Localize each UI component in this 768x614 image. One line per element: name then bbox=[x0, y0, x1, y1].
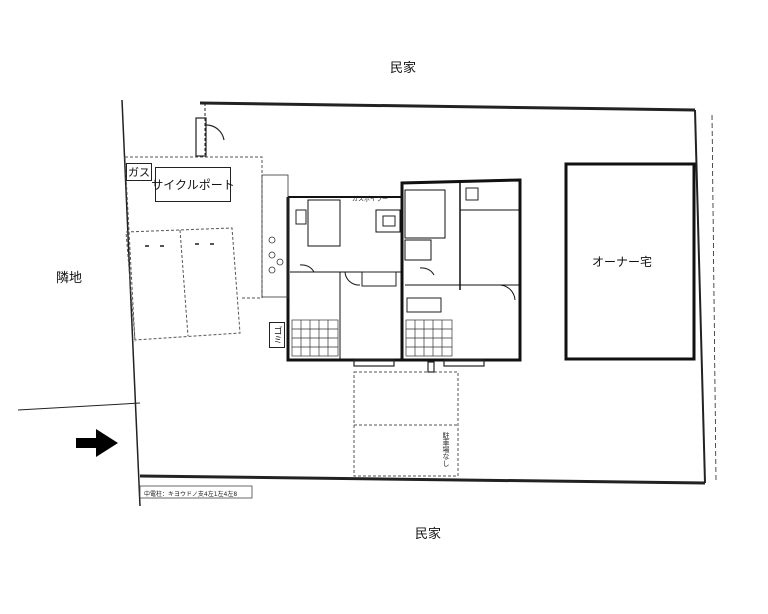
parking-south bbox=[353, 371, 459, 477]
west-neighbor-label: 隣地 bbox=[56, 271, 83, 286]
grid-room-east bbox=[405, 319, 453, 357]
owner-house-label: オーナー宅 bbox=[592, 255, 653, 269]
arrow-right-icon bbox=[76, 429, 118, 457]
grid-room-west bbox=[291, 319, 339, 357]
utility-pole-label: 中電柱：キヨウドノ支4左1左4左8 bbox=[144, 491, 238, 498]
water-heater-label: ガスボイラー bbox=[352, 196, 389, 203]
parking-note-label: 駐車場なし bbox=[442, 432, 450, 467]
apartment-building bbox=[286, 178, 522, 362]
owner-house-outline bbox=[564, 162, 696, 361]
cycle-port-label: サイクルポート bbox=[151, 167, 235, 202]
exterior-steps bbox=[261, 174, 289, 298]
windows bbox=[353, 359, 485, 373]
gate bbox=[195, 117, 225, 157]
parking-west-marks bbox=[145, 243, 214, 247]
south-neighbor-label: 民家 bbox=[415, 527, 442, 542]
garbage-label: ゴミ bbox=[269, 322, 285, 348]
parking-west bbox=[125, 227, 241, 341]
north-neighbor-label: 民家 bbox=[390, 61, 417, 76]
site-boundary bbox=[17, 99, 717, 507]
gas-label: ガス bbox=[126, 163, 152, 181]
kitchen-fixtures bbox=[295, 187, 479, 313]
utility-pole-box bbox=[139, 485, 253, 499]
